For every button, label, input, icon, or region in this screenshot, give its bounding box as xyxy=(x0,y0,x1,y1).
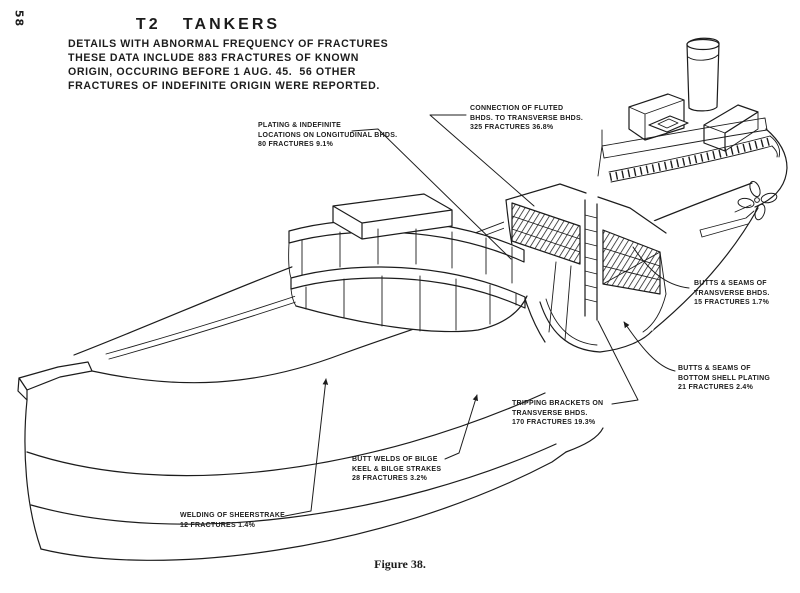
annotation-line: KEEL & BILGE STRAKES xyxy=(352,465,442,473)
annotation-bilge-keel-butt-welds: BUTT WELDS OF BILGE KEEL & BILGE STRAKES… xyxy=(352,455,441,484)
leader-bottom-shell xyxy=(623,321,676,372)
funnel xyxy=(686,37,720,112)
stern-profile xyxy=(754,128,788,208)
railing xyxy=(608,135,773,183)
annotation-fluted-bhds-connection: CONNECTION OF FLUTED BHDS. TO TRANSVERSE… xyxy=(470,104,583,133)
leader-tripping xyxy=(597,320,639,405)
leader-sheerstrake xyxy=(284,378,329,517)
annotation-line: 28 FRACTURES 3.2% xyxy=(352,475,428,483)
boat-deck xyxy=(597,117,768,177)
annotation-line: LOCATIONS ON LONGITUDINAL BHDS. xyxy=(258,131,398,139)
annotation-line: 325 FRACTURES 36.8% xyxy=(470,124,554,132)
header-line-2: THESE DATA INCLUDE 883 FRACTURES OF KNOW… xyxy=(68,52,360,64)
bottom-shell xyxy=(539,301,653,353)
leader-plating xyxy=(351,128,512,260)
annotation-tripping-brackets: TRIPPING BRACKETS ON TRANSVERSE BHDS. 17… xyxy=(512,399,603,428)
propeller-icon xyxy=(737,180,778,221)
annotation-line: TRANSVERSE BHDS. xyxy=(512,409,588,417)
header-line-4: FRACTURES OF INDEFINITE ORIGIN WERE REPO… xyxy=(68,80,380,92)
leader-transverse-butts xyxy=(632,246,690,289)
annotation-line: TRIPPING BRACKETS ON xyxy=(512,400,604,407)
header-line-1: DETAILS WITH ABNORMAL FREQUENCY OF FRACT… xyxy=(68,38,389,50)
header-line-3: ORIGIN, OCCURING BEFORE 1 AUG. 45. 56 OT… xyxy=(68,66,356,78)
annotation-line: 21 FRACTURES 2.4% xyxy=(678,384,754,392)
wheelhouse xyxy=(332,193,453,240)
annotation-line: 170 FRACTURES 19.3% xyxy=(512,419,596,427)
annotation-plating-longitudinal-bhds: PLATING & INDEFINITE LOCATIONS ON LONGIT… xyxy=(258,121,397,150)
annotation-line: BHDS. TO TRANSVERSE BHDS. xyxy=(470,114,584,122)
leader-fluted xyxy=(429,114,535,207)
midship-bridge xyxy=(288,193,528,333)
figure-title: T2 TANKERS xyxy=(135,16,281,33)
annotation-line: 12 FRACTURES 1.4% xyxy=(180,521,256,529)
leader-lines xyxy=(284,114,690,517)
annotation-bottom-shell-butts-seams: BUTTS & SEAMS OF BOTTOM SHELL PLATING 21… xyxy=(678,364,770,393)
annotation-transverse-bhds-butts-seams: BUTTS & SEAMS OF TRANSVERSE BHDS. 15 FRA… xyxy=(694,279,770,308)
annotation-line: 80 FRACTURES 9.1% xyxy=(258,141,334,149)
cutaway-section xyxy=(504,180,670,357)
leader-bilge xyxy=(444,394,479,460)
annotation-line: BUTTS & SEAMS OF xyxy=(678,365,751,372)
annotation-line: TRANSVERSE BHDS. xyxy=(694,289,770,297)
skylight xyxy=(648,115,689,133)
centerline-girder xyxy=(584,199,598,321)
skeg xyxy=(699,210,755,238)
annotation-line: 15 FRACTURES 1.7% xyxy=(694,299,770,307)
fluted-bulkhead-panel-left xyxy=(511,202,581,265)
annotation-line: PLATING & INDEFINITE xyxy=(258,122,342,129)
annotation-line: BUTT WELDS OF BILGE xyxy=(352,456,438,463)
annotation-sheerstrake-welding: WELDING OF SHEERSTRAKE 12 FRACTURES 1.4% xyxy=(180,511,285,530)
figure-caption: Figure 38. xyxy=(374,557,426,571)
annotation-line: BOTTOM SHELL PLATING xyxy=(678,374,771,382)
annotation-line: CONNECTION OF FLUTED xyxy=(470,105,564,112)
figure-header: T2 TANKERS DETAILS WITH ABNORMAL FREQUEN… xyxy=(68,16,428,93)
annotation-line: WELDING OF SHEERSTRAKE xyxy=(180,512,286,519)
annotation-line: BUTTS & SEAMS OF xyxy=(694,280,767,287)
